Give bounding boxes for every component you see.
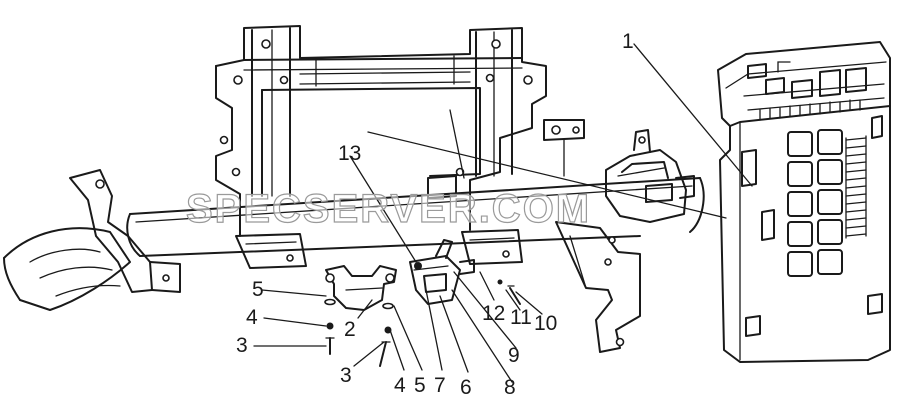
callout-4a: 4 — [246, 306, 258, 329]
callout-labels: 1 2 3 3 4 4 5 5 6 7 8 9 10 11 12 13 — [236, 30, 634, 399]
callout-13: 13 — [338, 142, 361, 165]
callout-5a: 5 — [252, 278, 264, 301]
leader-lines — [253, 43, 753, 383]
column-bracket-right — [555, 221, 641, 353]
callout-5b: 5 — [414, 374, 426, 397]
fuse-relay-box — [717, 41, 891, 363]
mounting-frame — [215, 25, 585, 269]
callout-6: 6 — [460, 376, 472, 399]
callout-11: 11 — [510, 306, 532, 329]
callout-2: 2 — [344, 318, 356, 341]
callout-3b: 3 — [340, 364, 352, 387]
fasteners — [324, 279, 521, 367]
callout-9: 9 — [508, 344, 520, 367]
callout-8: 8 — [504, 376, 516, 399]
steering-column-left — [3, 169, 181, 311]
callout-1: 1 — [622, 30, 634, 53]
steering-column-right — [605, 129, 695, 223]
callout-7: 7 — [434, 374, 446, 397]
relay-grid — [787, 129, 843, 277]
callout-3a: 3 — [236, 334, 248, 357]
watermark: SPECSERVER.COM — [186, 187, 591, 231]
callout-10: 10 — [534, 312, 557, 335]
callout-12: 12 — [482, 302, 505, 325]
clamp-part-2 — [325, 265, 397, 311]
switch-bracket-assembly — [409, 239, 475, 305]
callout-4b: 4 — [394, 374, 406, 397]
